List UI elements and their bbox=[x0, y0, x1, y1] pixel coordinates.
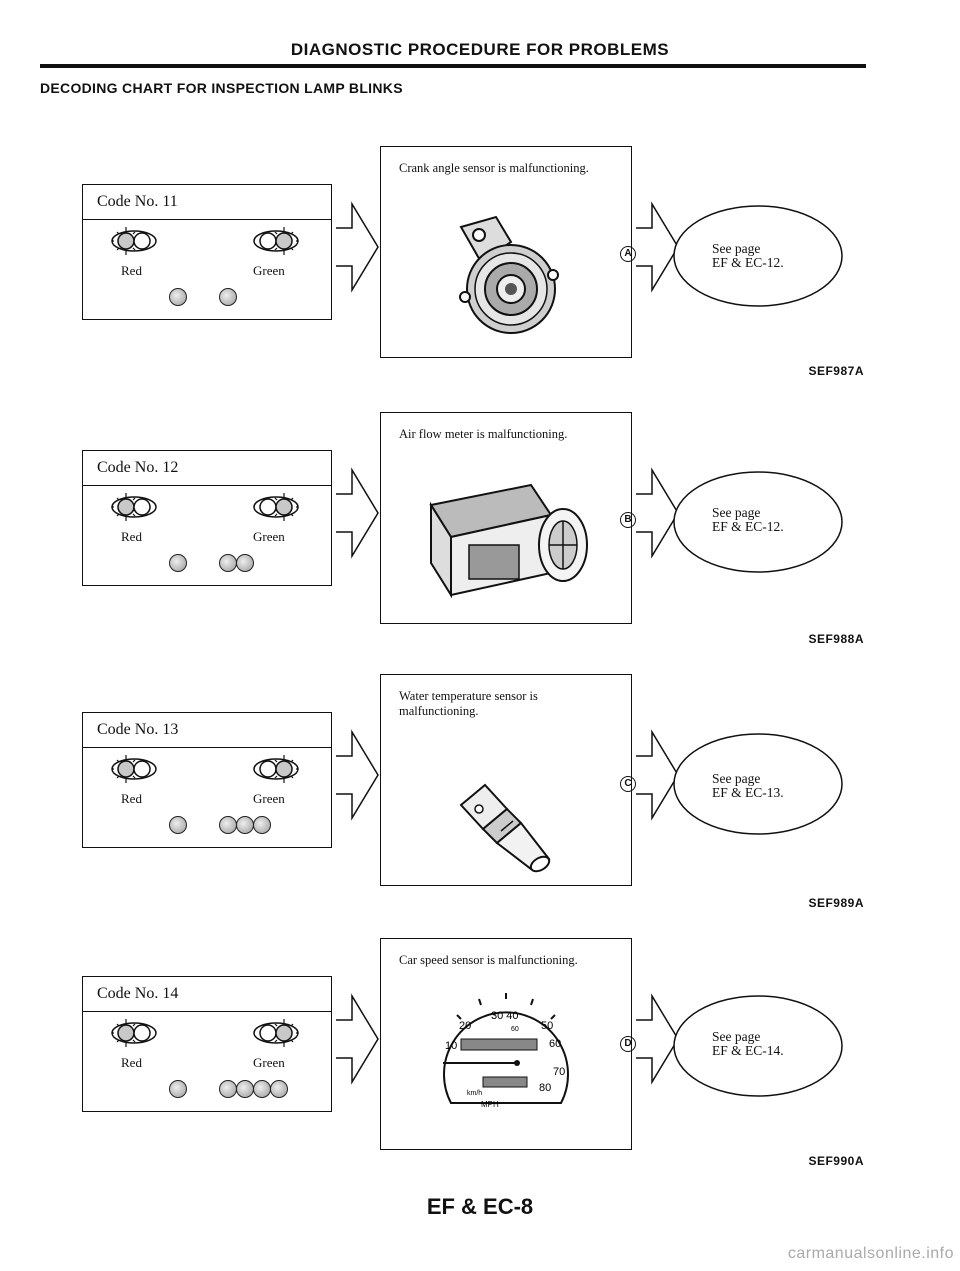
green-blink-dot bbox=[253, 1080, 271, 1098]
right-arrow-icon bbox=[336, 467, 379, 559]
speed-unit-mph: MPH bbox=[481, 1100, 499, 1109]
code-section-14: Code No. 14 Red Green Car speed sensor i… bbox=[0, 938, 960, 1198]
green-lamp-icon bbox=[251, 1017, 301, 1049]
speed-left: 20 bbox=[459, 1020, 471, 1032]
see-page-bubble bbox=[673, 471, 843, 573]
speed-right: 50 bbox=[541, 1020, 553, 1032]
green-lamp-icon bbox=[251, 753, 301, 785]
green-label: Green bbox=[253, 1055, 285, 1070]
marker-d: D bbox=[620, 1036, 636, 1052]
red-lamp-icon bbox=[109, 1017, 159, 1049]
page-reference: EF & EC-13. bbox=[712, 785, 784, 800]
right-arrow-icon bbox=[336, 993, 379, 1085]
page-reference: EF & EC-14. bbox=[712, 1043, 784, 1058]
red-label: Red bbox=[121, 791, 142, 806]
code-box: Code No. 14 Red Green bbox=[82, 976, 332, 1112]
code-box: Code No. 12 Red Green bbox=[82, 450, 332, 586]
green-label: Green bbox=[253, 791, 285, 806]
code-title: Code No. 11 bbox=[83, 185, 331, 220]
red-label: Red bbox=[121, 1055, 142, 1070]
code-section-11: Code No. 11 Red Green Crank angle sensor… bbox=[0, 146, 960, 406]
right-arrow-icon bbox=[336, 201, 379, 293]
see-page-bubble bbox=[673, 733, 843, 835]
see-page-bubble bbox=[673, 995, 843, 1097]
green-lamp-icon bbox=[251, 491, 301, 523]
code-section-13: Code No. 13 Red Green Water temperature … bbox=[0, 674, 960, 934]
green-blink-dot bbox=[219, 288, 237, 306]
marker-c: C bbox=[620, 776, 636, 792]
red-blink-dot bbox=[169, 288, 187, 306]
see-page-bubble bbox=[673, 205, 843, 307]
page-reference: EF & EC-12. bbox=[712, 519, 784, 534]
page-number: EF & EC-8 bbox=[426, 1194, 534, 1219]
green-blink-dot bbox=[236, 554, 254, 572]
figure-code: SEF990A bbox=[808, 1154, 864, 1168]
description-box: Car speed sensor is malfunctioning. 30 4… bbox=[380, 938, 632, 1150]
marker-b: B bbox=[620, 512, 636, 528]
green-blink-dot bbox=[219, 1080, 237, 1098]
speed-right-bottom: 70 bbox=[553, 1066, 565, 1078]
code-section-12: Code No. 12 Red Green Air flow meter is … bbox=[0, 412, 960, 672]
see-page-label: See page bbox=[712, 1029, 761, 1044]
green-label: Green bbox=[253, 529, 285, 544]
figure-code: SEF988A bbox=[808, 632, 864, 646]
water-temperature-sensor-icon bbox=[459, 783, 551, 873]
green-blink-dot bbox=[219, 554, 237, 572]
watermark: carmanualsonline.info bbox=[787, 1245, 954, 1262]
page-reference: EF & EC-12. bbox=[712, 255, 784, 270]
description-text: Car speed sensor is malfunctioning. bbox=[399, 953, 578, 967]
description-box: Water temperature sensor is malfunctioni… bbox=[380, 674, 632, 886]
code-box: Code No. 13 Red Green bbox=[82, 712, 332, 848]
green-blink-dot bbox=[270, 1080, 288, 1098]
description-text: Crank angle sensor is malfunctioning. bbox=[399, 161, 589, 175]
code-box: Code No. 11 Red Green bbox=[82, 184, 332, 320]
description-box: Crank angle sensor is malfunctioning. bbox=[380, 146, 632, 358]
marker-a: A bbox=[620, 246, 636, 262]
speed-inner-top: 60 bbox=[511, 1026, 519, 1033]
code-title: Code No. 14 bbox=[83, 977, 331, 1012]
header-rule bbox=[40, 64, 866, 68]
green-blink-dot bbox=[219, 816, 237, 834]
red-label: Red bbox=[121, 529, 142, 544]
figure-code: SEF989A bbox=[808, 896, 864, 910]
green-label: Green bbox=[253, 263, 285, 278]
speed-top: 30 40 bbox=[491, 1010, 519, 1022]
description-box: Air flow meter is malfunctioning. bbox=[380, 412, 632, 624]
description-text: Water temperature sensor is malfunctioni… bbox=[399, 689, 538, 718]
see-page-label: See page bbox=[712, 771, 761, 786]
air-flow-meter-icon bbox=[429, 483, 588, 599]
red-blink-dot bbox=[169, 1080, 187, 1098]
green-blink-dot bbox=[236, 1080, 254, 1098]
red-lamp-icon bbox=[109, 753, 159, 785]
red-label: Red bbox=[121, 263, 142, 278]
code-title: Code No. 13 bbox=[83, 713, 331, 748]
red-blink-dot bbox=[169, 816, 187, 834]
speed-far-right: 80 bbox=[539, 1082, 551, 1094]
figure-code: SEF987A bbox=[808, 364, 864, 378]
page-header: DIAGNOSTIC PROCEDURE FOR PROBLEMS bbox=[290, 40, 670, 59]
code-title: Code No. 12 bbox=[83, 451, 331, 486]
speed-unit-kmh: km/h bbox=[467, 1090, 482, 1097]
red-lamp-icon bbox=[109, 491, 159, 523]
speedometer-icon: 30 40 20 50 60 10 60 70 80 km/h MPH bbox=[443, 993, 569, 1109]
description-text: Air flow meter is malfunctioning. bbox=[399, 427, 568, 441]
speed-right-lower: 60 bbox=[549, 1038, 561, 1050]
green-blink-dot bbox=[253, 816, 271, 834]
green-blink-dot bbox=[236, 816, 254, 834]
see-page-label: See page bbox=[712, 241, 761, 256]
page-subtitle: DECODING CHART FOR INSPECTION LAMP BLINK… bbox=[40, 80, 403, 96]
right-arrow-icon bbox=[336, 729, 379, 821]
red-blink-dot bbox=[169, 554, 187, 572]
crank-angle-sensor-icon bbox=[459, 215, 559, 334]
speed-left-lower: 10 bbox=[445, 1040, 457, 1052]
see-page-label: See page bbox=[712, 505, 761, 520]
green-lamp-icon bbox=[251, 225, 301, 257]
red-lamp-icon bbox=[109, 225, 159, 257]
